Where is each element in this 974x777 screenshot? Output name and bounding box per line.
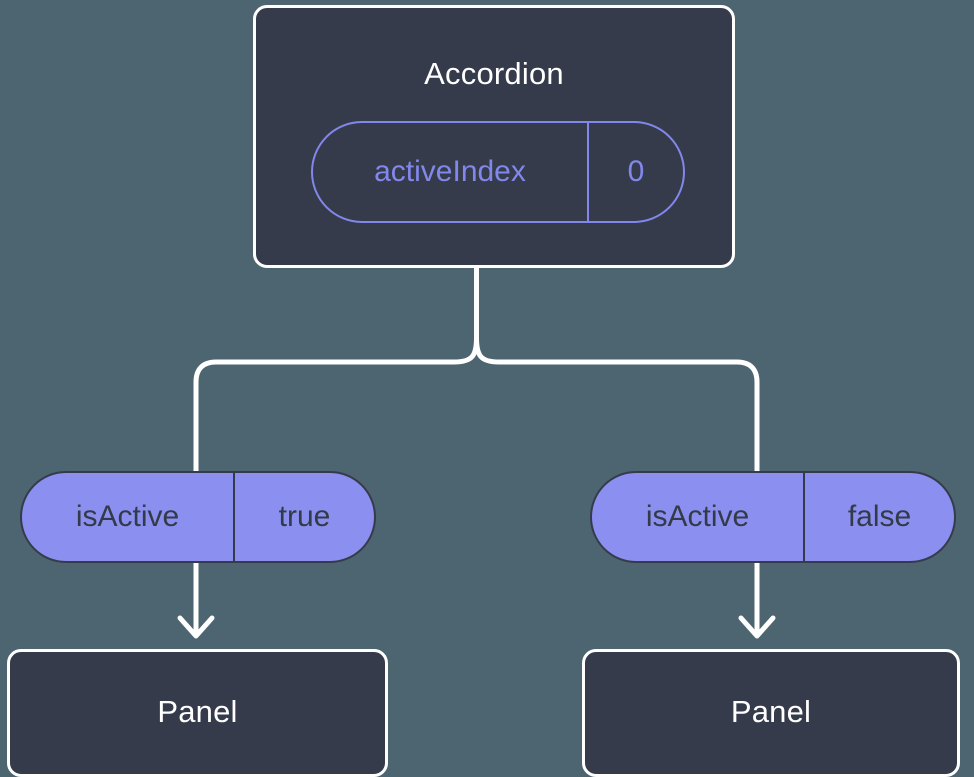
arrow-head-left [177, 615, 215, 639]
node-accordion-title: Accordion [424, 56, 564, 91]
arrow-head-right [738, 615, 776, 639]
prop-pill-key: isActive [592, 473, 805, 561]
node-panel-left[interactable]: Panel [7, 649, 388, 777]
node-panel-right[interactable]: Panel [582, 649, 960, 777]
state-pill-value: 0 [627, 155, 645, 188]
prop-pill-value: true [278, 500, 331, 533]
node-panel-left-title: Panel [157, 694, 238, 729]
prop-pill-value: false [847, 500, 912, 533]
state-pill-key: activeIndex [313, 123, 589, 221]
connector-split-junction [193, 268, 760, 500]
prop-pill-key: isActive [22, 473, 235, 561]
node-accordion[interactable]: Accordion activeIndex 0 [253, 5, 735, 268]
state-pill-active-index[interactable]: activeIndex 0 [311, 121, 685, 223]
node-panel-right-title: Panel [730, 694, 812, 729]
prop-pill-is-active-false[interactable]: isActive false [590, 471, 956, 563]
prop-pill-is-active-true[interactable]: isActive true [20, 471, 376, 563]
